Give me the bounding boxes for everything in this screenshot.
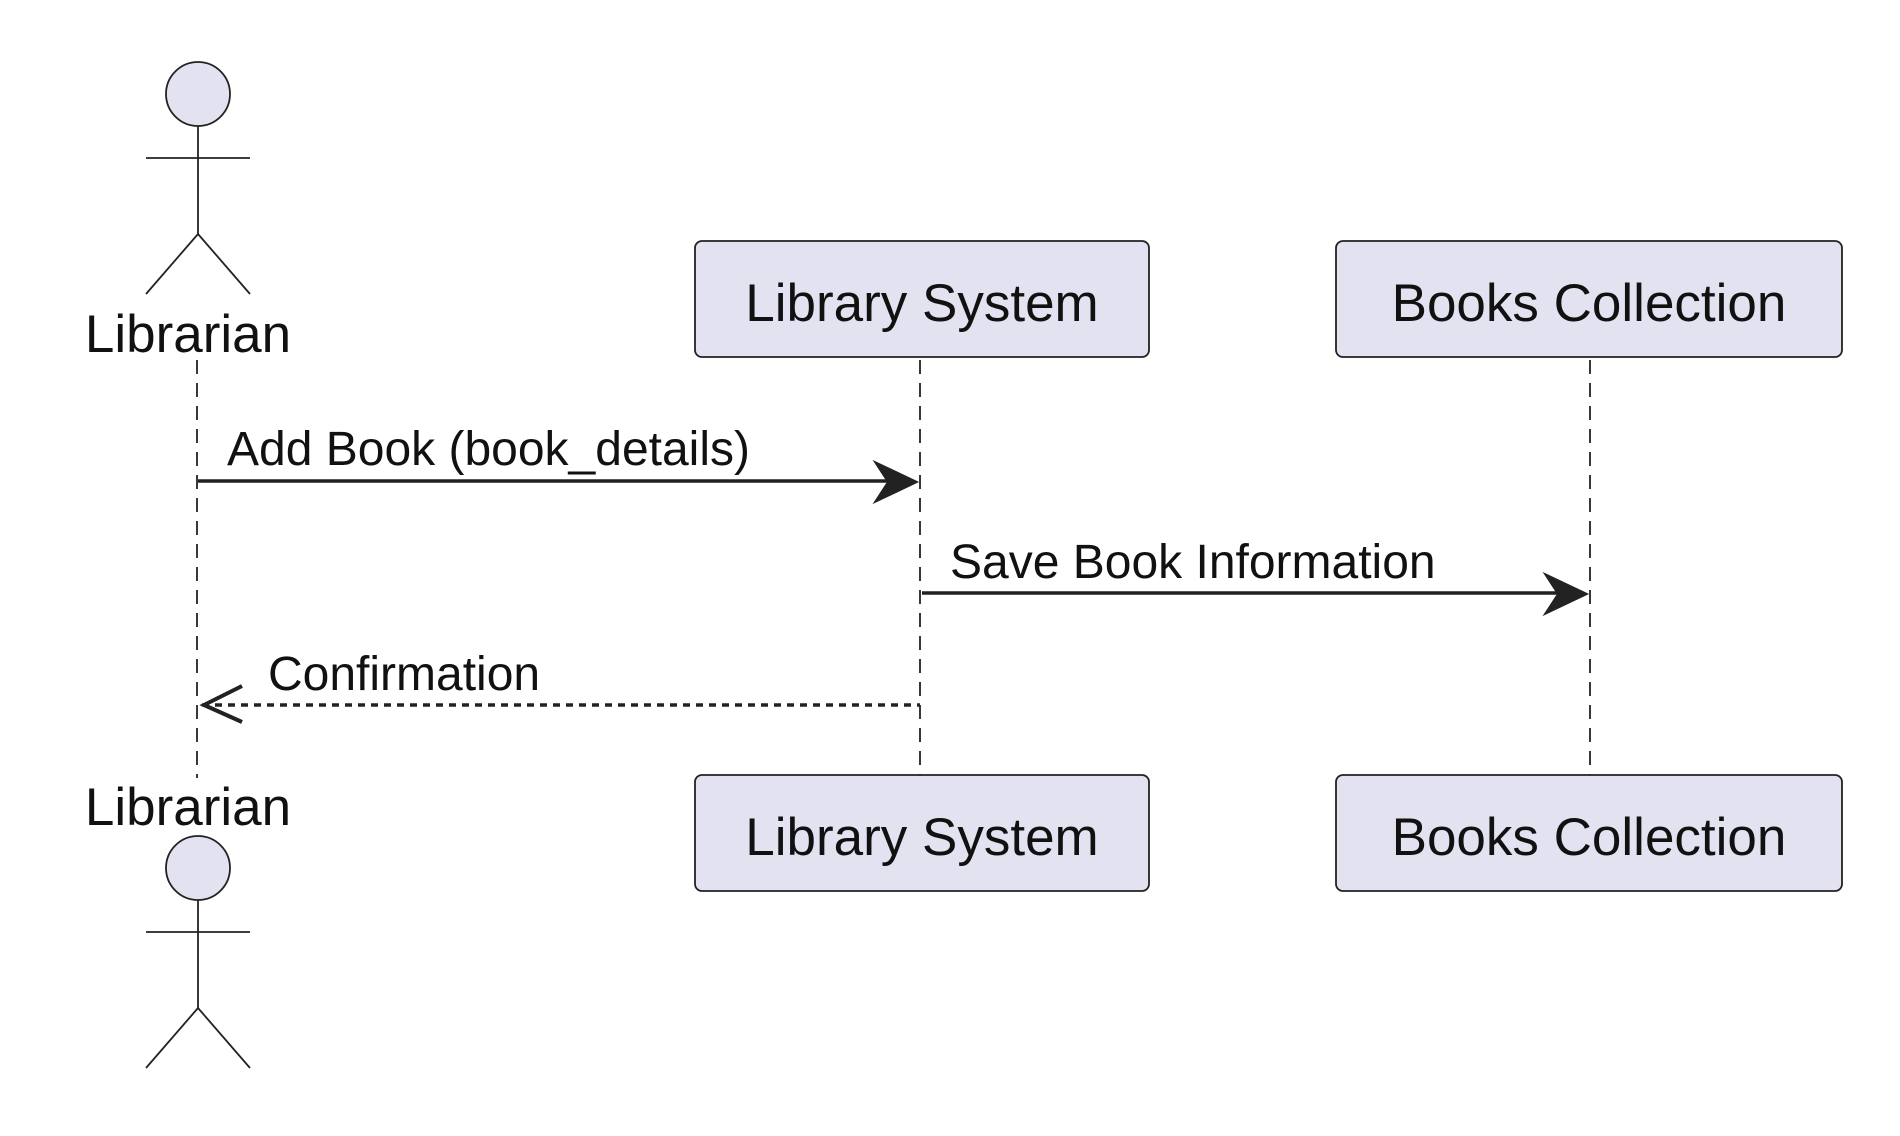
participant-library-system-top: Library System <box>694 240 1150 358</box>
message-label-add-book: Add Book (book_details) <box>227 423 750 476</box>
actor-figure-icon <box>145 900 251 1069</box>
actor-label-librarian-top: Librarian <box>85 305 291 364</box>
participant-box <box>694 240 1150 358</box>
message-confirmation: Confirmation <box>199 648 920 724</box>
participant-books-collection-bottom: Books Collection <box>1335 774 1843 892</box>
participant-books-collection-top: Books Collection <box>1335 240 1843 358</box>
participant-box <box>694 774 1150 892</box>
arrow-left-icon <box>199 684 243 724</box>
message-add-book: Add Book (book_details) <box>198 423 920 505</box>
actor-head-icon <box>165 61 231 127</box>
message-label-confirmation: Confirmation <box>268 648 540 701</box>
arrow-right-icon <box>1542 571 1590 617</box>
actor-figure-icon <box>145 126 251 295</box>
arrow-right-icon <box>872 459 920 505</box>
actor-label-librarian-bottom: Librarian <box>85 778 291 837</box>
participant-label-library-system-bottom: Library System <box>745 808 1098 867</box>
actor-librarian-top: Librarian <box>85 61 291 364</box>
actor-head-icon <box>165 835 231 901</box>
message-save-book-information: Save Book Information <box>922 536 1590 617</box>
participant-label-books-collection-top: Books Collection <box>1392 274 1787 333</box>
message-label-save-book-information: Save Book Information <box>950 536 1436 589</box>
actor-librarian-bottom: Librarian <box>85 778 291 1069</box>
participant-box <box>1335 240 1843 358</box>
participant-library-system-bottom: Library System <box>694 774 1150 892</box>
participant-box <box>1335 774 1843 892</box>
participant-label-library-system-top: Library System <box>745 274 1098 333</box>
participant-label-books-collection-bottom: Books Collection <box>1392 808 1787 867</box>
